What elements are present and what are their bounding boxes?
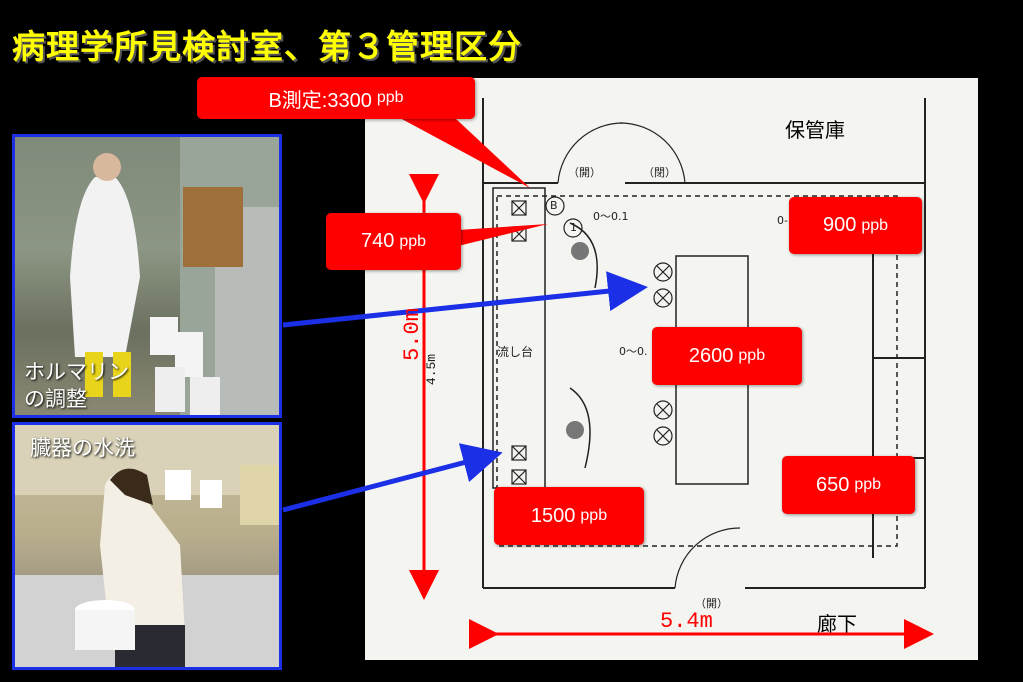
b-measure-pointer: [400, 118, 530, 188]
p1500-unit: ppb: [580, 507, 608, 524]
p740-value: 740: [360, 230, 395, 252]
formalin-caption-line2: の調整: [24, 387, 87, 411]
wash-photo: 臓器の水洗: [12, 422, 282, 670]
marker-1: 1: [570, 221, 577, 234]
p650-value: 650: [815, 473, 850, 496]
p1500-value: 1500: [530, 504, 576, 527]
p2600-unit: ppb: [738, 347, 766, 364]
height-dimension-label: 5.0m: [399, 308, 425, 361]
formalin-photo: ホルマリン の調整: [12, 134, 282, 418]
formalin-arrow: [282, 271, 648, 328]
door-label-open-1: （開）: [568, 166, 601, 179]
p740-unit: ppb: [399, 232, 427, 250]
b-measure-unit: ppb: [376, 89, 404, 106]
p900-unit: ppb: [861, 216, 889, 234]
formalin-caption-line1: ホルマリン: [24, 360, 129, 384]
door-label-closed: （閉）: [643, 166, 676, 179]
storage-label: 保管庫: [785, 118, 845, 142]
width-dimension-label: 5.4m: [660, 609, 713, 634]
page-title: 病理学所見検討室、第３管理区分: [12, 27, 522, 66]
range-label-3: 0-: [777, 214, 788, 227]
sink-label: 流し台: [497, 345, 534, 359]
range-label-2: 0～0.: [619, 345, 648, 358]
inner-height-dimension-label: 4.5m: [424, 353, 440, 386]
wash-caption: 臓器の水洗: [30, 436, 135, 460]
p2600-value: 2600: [688, 344, 734, 367]
door-label-open-3: （開）: [695, 597, 728, 610]
marker-b: B: [550, 199, 558, 212]
b-measure-value: B測定:3300: [268, 89, 372, 112]
p900-value: 900: [822, 214, 857, 236]
range-label-1: 0～0.1: [593, 210, 629, 223]
p650-unit: ppb: [854, 476, 882, 493]
wash-arrow: [282, 443, 503, 513]
p740-pointer: [458, 224, 548, 246]
